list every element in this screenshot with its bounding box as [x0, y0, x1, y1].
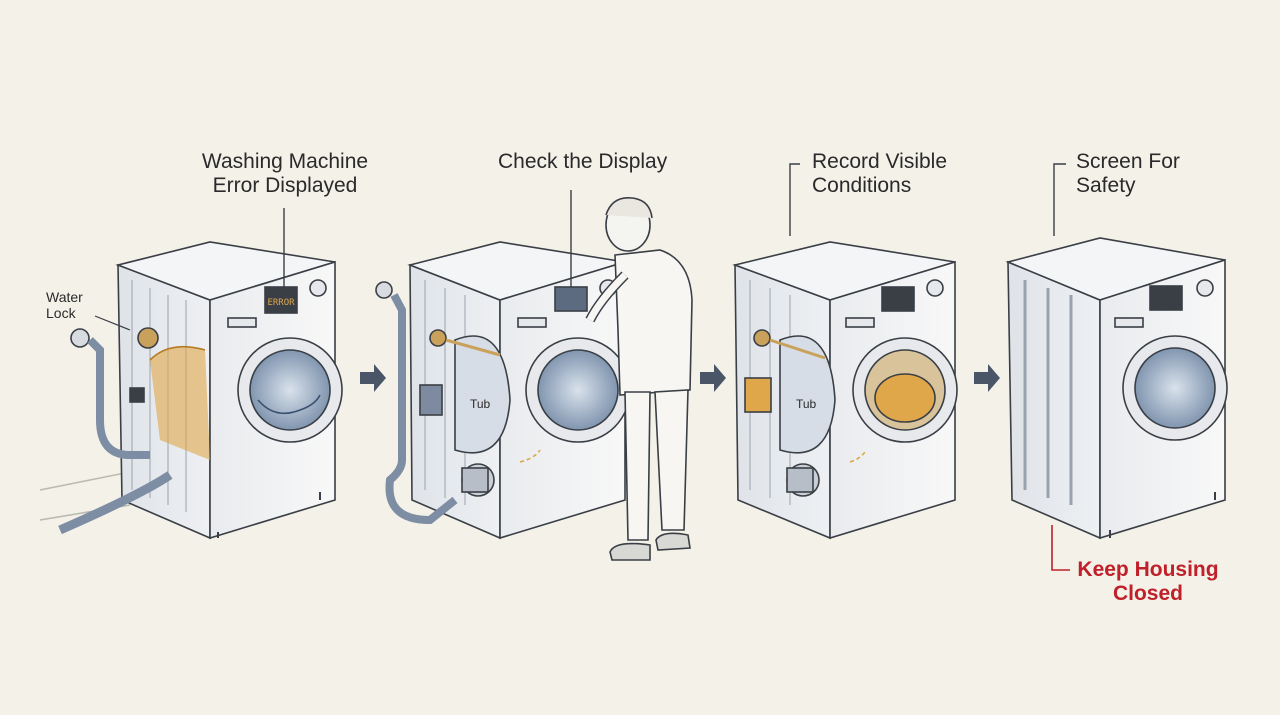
washing-machine-1 [115, 241, 343, 540]
step-2-title: Check the Display [498, 150, 718, 174]
hoses-2 [375, 281, 501, 525]
step-4-title: Screen For Safety [1076, 150, 1216, 198]
step-1-title-line-2: Error Displayed [212, 174, 358, 197]
callout-line-4 [1053, 163, 1066, 236]
hoses-3 [753, 329, 826, 360]
step-3-title-line-2: Conditions [812, 174, 912, 197]
arrow-2 [700, 364, 726, 392]
step-4-title-line-2: Safety [1076, 174, 1136, 197]
washing-machine-4 [1005, 237, 1228, 540]
step-1-title: Washing Machine Error Displayed [180, 150, 390, 198]
arrow-3 [974, 364, 1000, 392]
step-4-title-line-1: Screen For [1076, 150, 1180, 173]
step-1-title-line-1: Washing Machine [201, 150, 369, 173]
washing-machine-3 [732, 241, 958, 540]
water-lock-label: Water Lock [46, 289, 106, 321]
arrow-1 [360, 364, 386, 392]
error-display-text: ERROR [267, 298, 295, 308]
warning-pointer [1051, 525, 1070, 571]
tub-label-3: Tub [796, 397, 817, 411]
hoses-1 [58, 327, 173, 535]
keep-housing-line-1: Keep Housing [1077, 558, 1219, 581]
step-3-title: Record Visible Conditions [812, 150, 992, 198]
washing-machine-2 [407, 241, 631, 540]
water-lock-line-2: Lock [46, 305, 76, 321]
step-3-title-line-1: Record Visible [812, 150, 948, 173]
keep-housing-line-2: Closed [1112, 582, 1183, 605]
water-lock-line-1: Water [46, 289, 83, 305]
callout-line-3 [789, 163, 800, 236]
water-lock-pointer [94, 315, 131, 331]
keep-housing-closed-warning: Keep Housing Closed [1060, 558, 1236, 606]
person-checking-display [585, 197, 693, 561]
tub-label-2: Tub [470, 397, 491, 411]
step-2-title-line-1: Check the Display [498, 150, 668, 173]
